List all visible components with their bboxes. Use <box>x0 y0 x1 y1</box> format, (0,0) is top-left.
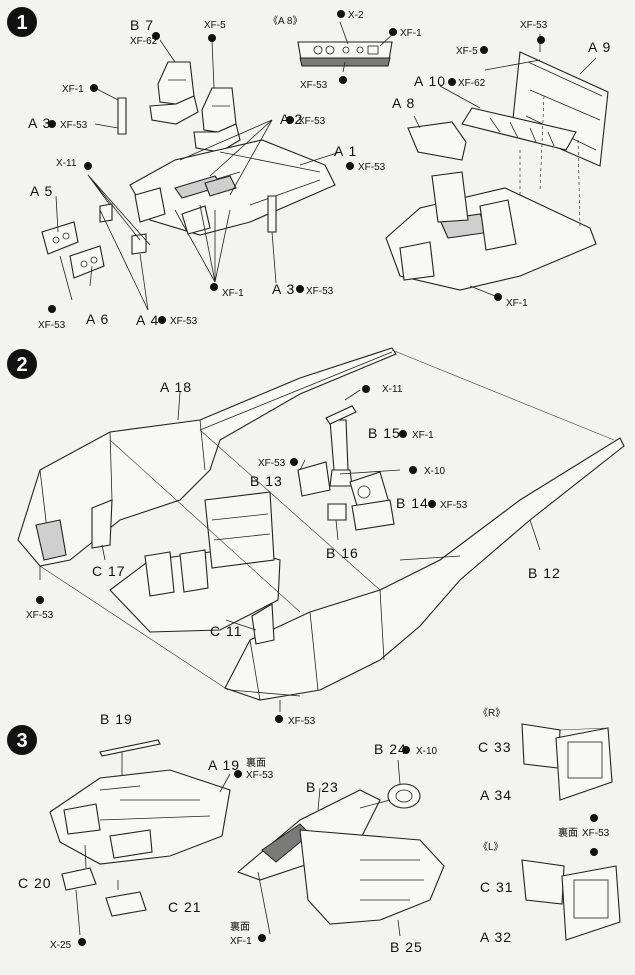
side-r-detail <box>521 723 613 801</box>
label-xf62: XF-62 <box>130 36 158 47</box>
label-a3-top: A 3 <box>28 115 51 131</box>
label-a1: A 1 <box>334 143 357 159</box>
cockpit-assembly-right <box>385 34 609 299</box>
label-xf53: XF-53 <box>170 316 198 327</box>
label-xf53: XF-53 <box>38 320 66 331</box>
label-xf1: XF-1 <box>400 28 422 39</box>
label-a19: A 19 <box>208 757 240 773</box>
label-xf53: XF-53 <box>26 610 54 621</box>
label-xf1: XF-1 <box>506 298 528 309</box>
engine-b23-b24-b25 <box>236 783 445 925</box>
labels-step1: B 7 XF-62 XF-5 XF-1 A 3 XF-53 X-11 A 5 X… <box>28 10 611 331</box>
step-number: 3 <box>16 730 27 752</box>
inset-title-r: 《R》 <box>478 707 505 719</box>
seat-parts-b7 <box>149 61 241 153</box>
fuselage-half-b12 <box>224 437 625 701</box>
label-b14: B 14 <box>396 495 429 511</box>
label-underside: 裏面 <box>230 920 250 933</box>
label-b19: B 19 <box>100 711 133 727</box>
step-number-badge <box>7 725 37 755</box>
label-x10: X-10 <box>424 466 446 477</box>
label-xf1: XF-1 <box>62 84 84 95</box>
label-underside: 裏面 <box>558 826 578 839</box>
label-xf53: XF-53 <box>298 116 326 127</box>
label-underside: 裏面 <box>246 756 266 769</box>
label-c21: C 21 <box>168 899 202 915</box>
label-x25: X-25 <box>50 940 72 951</box>
label-a5: A 5 <box>30 183 53 199</box>
inset-a8 <box>297 21 396 73</box>
label-a18: A 18 <box>160 379 192 395</box>
label-b13: B 13 <box>250 473 283 489</box>
label-x11: X-11 <box>56 158 77 169</box>
guide-lines-step3 <box>75 752 401 937</box>
label-xf53: XF-53 <box>358 162 386 173</box>
label-xf53: XF-53 <box>520 20 548 31</box>
label-xf1: XF-1 <box>222 288 244 299</box>
label-b25: B 25 <box>390 939 423 955</box>
label-xf1: XF-1 <box>412 430 434 441</box>
rotor-mast-parts <box>297 405 395 531</box>
label-c11: C 11 <box>210 623 243 639</box>
label-b24: B 24 <box>374 741 407 757</box>
paint-drops-step2 <box>36 385 436 723</box>
leader-lines-step1 <box>55 39 341 311</box>
inset-title-a8: 《A 8》 <box>268 15 302 27</box>
roof-a19 <box>49 739 231 917</box>
label-a2: A 2 <box>280 111 303 127</box>
label-b23: B 23 <box>306 779 339 795</box>
label-a10: A 10 <box>414 73 446 89</box>
step-3: 3 <box>7 707 621 955</box>
paint-drops-step3 <box>78 746 598 946</box>
side-l-detail <box>521 859 621 941</box>
cockpit-assembly-insert <box>109 491 281 633</box>
label-a8: A 8 <box>392 95 415 111</box>
label-b16: B 16 <box>326 545 359 561</box>
step-number-badge <box>7 349 37 379</box>
step-1: 1 <box>7 7 611 331</box>
guide-lines-step2 <box>39 349 615 712</box>
label-x10: X-10 <box>416 746 438 757</box>
label-xf53: XF-53 <box>582 828 610 839</box>
step-number-badge <box>7 7 37 37</box>
label-b12: B 12 <box>528 565 561 581</box>
inset-title-l: 《L》 <box>478 841 504 853</box>
label-xf62: XF-62 <box>458 78 486 89</box>
label-xf53: XF-53 <box>300 80 328 91</box>
label-xf53: XF-53 <box>440 500 468 511</box>
label-b7: B 7 <box>130 17 154 33</box>
label-xf5: XF-5 <box>456 46 478 57</box>
pedals-a5-a6 <box>41 203 147 279</box>
label-a3-bottom: A 3 <box>272 281 295 297</box>
label-c31: C 31 <box>480 879 514 895</box>
label-xf5: XF-5 <box>204 20 226 31</box>
labels-step3: B 19 A 19 裏面 XF-53 B 24 X-10 B 23 C 20 C… <box>18 707 610 955</box>
label-xf53: XF-53 <box>246 770 274 781</box>
label-xf53: XF-53 <box>258 458 286 469</box>
step-2: 2 <box>7 347 625 727</box>
paint-drops-step1 <box>48 10 545 324</box>
label-c17: C 17 <box>92 563 126 579</box>
cockpit-floor-a1 <box>117 97 336 236</box>
label-xf53: XF-53 <box>306 286 334 297</box>
step-number: 2 <box>16 354 27 376</box>
label-b15: B 15 <box>368 425 401 441</box>
labels-step2: A 18 X-11 B 15 XF-1 XF-53 X-10 B 13 B 14… <box>26 379 561 727</box>
step-number: 1 <box>16 12 27 34</box>
fuselage-half-a18 <box>17 347 397 567</box>
label-a32: A 32 <box>480 929 512 945</box>
label-xf53: XF-53 <box>288 716 316 727</box>
label-c20: C 20 <box>18 875 52 891</box>
label-xf53: XF-53 <box>60 120 88 131</box>
label-x11: X-11 <box>382 384 403 395</box>
label-a4: A 4 <box>136 312 159 328</box>
label-a34: A 34 <box>480 787 512 803</box>
label-a6: A 6 <box>86 311 109 327</box>
label-c33: C 33 <box>478 739 512 755</box>
label-xf1: XF-1 <box>230 936 252 947</box>
label-x2: X-2 <box>348 10 364 21</box>
label-a9: A 9 <box>588 39 611 55</box>
